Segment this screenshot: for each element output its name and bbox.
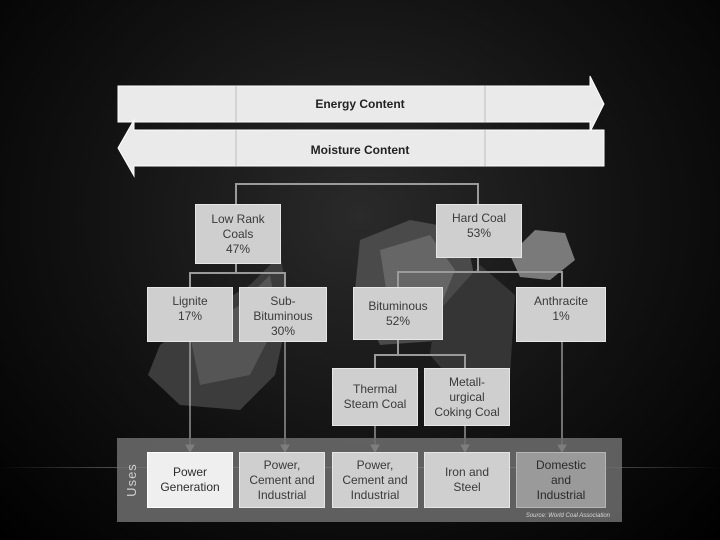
coal-rock-image-center-right: [430, 265, 515, 390]
source-credit: Source: World Coal Association: [525, 513, 610, 519]
sub-bituminous-box: Sub- Bituminous 30%: [239, 287, 327, 342]
use-iron-and-steel-box: Iron and Steel: [424, 452, 510, 508]
coal-rock-image-right: [510, 230, 575, 280]
moisture-content-arrow: [117, 118, 605, 178]
use-power-cement-industrial-box-1: Power, Cement and Industrial: [239, 452, 325, 508]
anthracite-box: Anthracite 1%: [516, 287, 606, 342]
hard-coal-box: Hard Coal 53%: [436, 204, 522, 258]
lignite-box: Lignite 17%: [147, 287, 233, 342]
moisture-content-label: Moisture Content: [310, 143, 410, 157]
use-power-generation-box: Power Generation: [147, 452, 233, 508]
use-power-cement-industrial-box-2: Power, Cement and Industrial: [332, 452, 418, 508]
use-domestic-industrial-box: Domestic and Industrial: [516, 452, 606, 508]
energy-content-label: Energy Content: [315, 97, 405, 111]
thermal-steam-coal-box: Thermal Steam Coal: [332, 368, 418, 426]
low-rank-coals-box: Low Rank Coals 47%: [195, 204, 281, 264]
metallurgical-coking-coal-box: Metall- urgical Coking Coal: [424, 368, 510, 426]
uses-label: Uses: [124, 463, 139, 497]
energy-content-arrow: [117, 75, 605, 133]
bituminous-box: Bituminous 52%: [353, 287, 443, 340]
